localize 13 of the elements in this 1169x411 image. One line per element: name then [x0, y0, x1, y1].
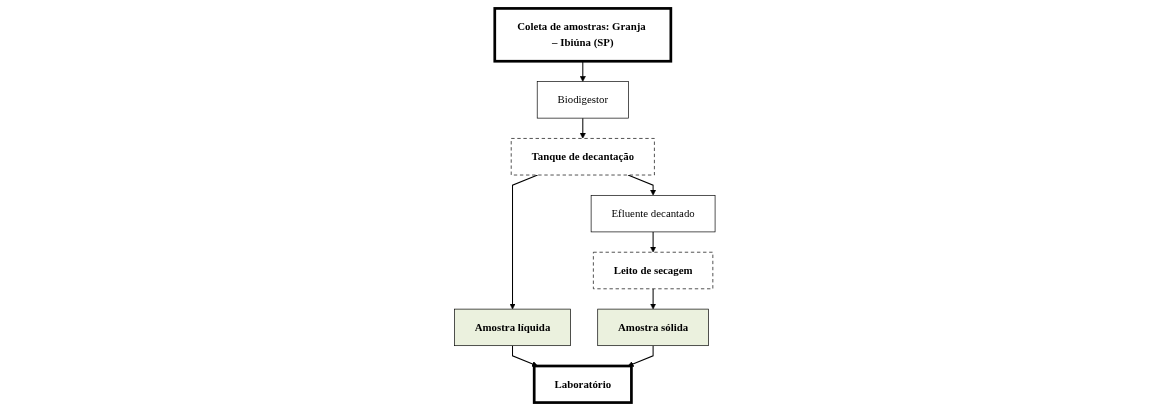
- arrow: [579, 117, 586, 139]
- node-box: Amostra sólida: [597, 308, 709, 346]
- node-box: Amostra líquida: [453, 308, 571, 346]
- arrow: [649, 231, 656, 253]
- node-box: Efluente decantado: [590, 195, 716, 233]
- node-box: Tanque de decantação: [510, 138, 655, 176]
- node-box: Coleta de amostras: Granja – Ibiúna (SP): [493, 7, 672, 63]
- arrow: [511, 345, 538, 367]
- node-box: Laboratório: [532, 364, 633, 404]
- node-box: Leito de secagem: [592, 251, 713, 290]
- arrow: [627, 345, 654, 367]
- arrow: [649, 288, 656, 310]
- node-box: Biodigestor: [536, 81, 629, 119]
